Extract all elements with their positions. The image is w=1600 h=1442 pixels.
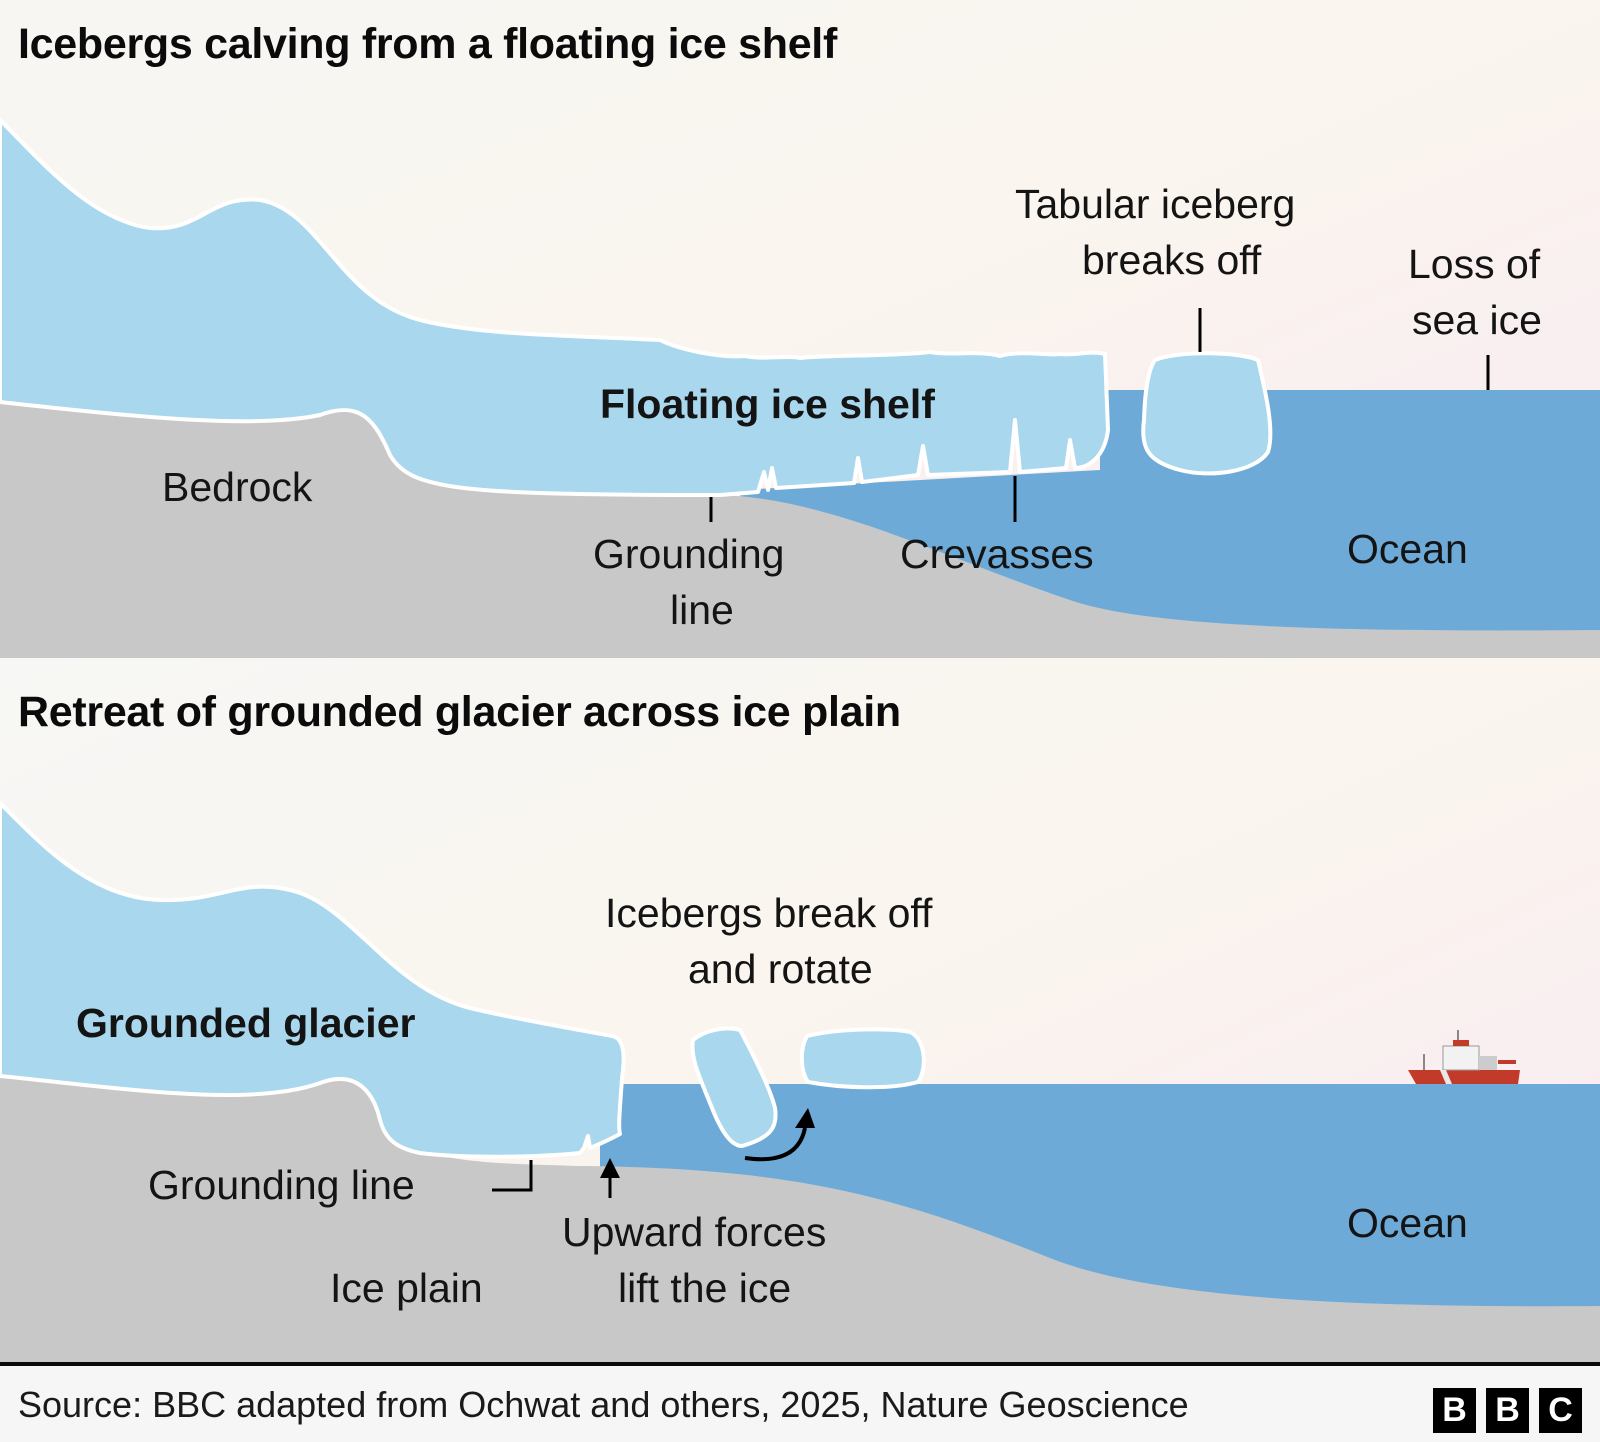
grounded-glacier-label: Grounded glacier (76, 1000, 416, 1046)
ocean-label-top: Ocean (1347, 526, 1468, 572)
rotation-arrow (744, 1127, 807, 1162)
floating-ice-shelf (0, 118, 1110, 497)
tabular-iceberg-label-line2: breaks off (1082, 237, 1262, 283)
grounded-glacier (0, 801, 626, 1159)
upward-forces-label-line1: Upward forces (562, 1209, 827, 1255)
floating-iceberg (799, 1027, 926, 1090)
bbc-logo-c: C (1539, 1388, 1582, 1433)
icebreaker-ship-icon (1408, 1030, 1520, 1084)
top-diagram (0, 0, 1600, 658)
icebergs-rotate-label-line1: Icebergs break off (605, 890, 933, 936)
bottom-diagram (0, 658, 1600, 1362)
loss-sea-ice-label-line2: sea ice (1412, 297, 1542, 343)
ocean-label-bottom: Ocean (1347, 1200, 1468, 1246)
bottom-panel: Retreat of grounded glacier across ice p… (0, 658, 1600, 1362)
bbc-logo-b1: B (1433, 1388, 1476, 1433)
crevasses-label: Crevasses (900, 531, 1094, 577)
grounding-line-label: Grounding line (148, 1162, 415, 1208)
bbc-logo: B B C (1433, 1388, 1582, 1433)
upward-forces-label-line2: lift the ice (618, 1265, 792, 1311)
grounding-line-leader (492, 1160, 533, 1192)
rotation-arrowhead-icon (795, 1108, 815, 1128)
top-panel: Icebergs calving from a floating ice she… (0, 0, 1600, 658)
bedrock-label: Bedrock (162, 464, 313, 510)
tabular-iceberg-label-line1: Tabular iceberg (1015, 181, 1296, 227)
floating-ice-shelf-label: Floating ice shelf (600, 381, 935, 427)
loss-sea-ice-label-line1: Loss of (1408, 241, 1541, 287)
rotating-iceberg (690, 1026, 778, 1149)
upward-arrowhead-icon (600, 1158, 620, 1178)
icebergs-rotate-label-line2: and rotate (688, 946, 873, 992)
grounding-line-label-line1: Grounding (593, 531, 785, 577)
ice-plain-label: Ice plain (330, 1265, 483, 1311)
bbc-logo-b2: B (1486, 1388, 1529, 1433)
top-title: Icebergs calving from a floating ice she… (18, 20, 837, 68)
source-text: Source: BBC adapted from Ochwat and othe… (18, 1384, 1189, 1425)
bottom-title: Retreat of grounded glacier across ice p… (18, 688, 901, 736)
bedrock-area (0, 402, 1600, 658)
grounding-line-label-line2: line (670, 587, 734, 633)
footer: Source: BBC adapted from Ochwat and othe… (0, 1362, 1600, 1442)
tabular-iceberg (1141, 351, 1273, 476)
